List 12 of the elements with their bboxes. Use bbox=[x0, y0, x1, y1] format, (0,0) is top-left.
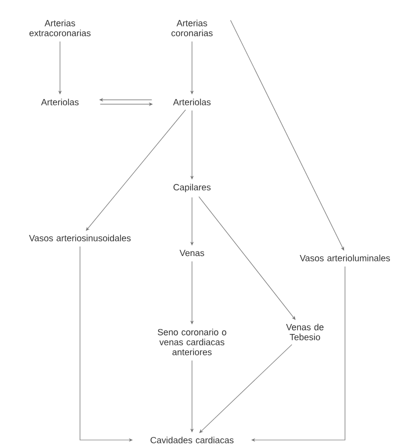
node-label: Arterias coronarias bbox=[171, 20, 213, 36]
node-label: Vasos arteriosinusoidales bbox=[29, 234, 131, 242]
node-label: Venas de Tebesio bbox=[286, 324, 324, 340]
arrow bbox=[86, 110, 186, 231]
node-label: Vasos arterioluminales bbox=[300, 254, 390, 262]
node-label: Seno coronario o venas cardiacas anteriores bbox=[158, 328, 226, 356]
node-label: Arteriolas bbox=[173, 98, 211, 106]
node-label: Cavidades cardiacas bbox=[150, 436, 234, 444]
node-label: Arteriolas bbox=[41, 98, 79, 106]
node-label: Capilares bbox=[174, 184, 211, 192]
node-label: Venas bbox=[180, 250, 204, 256]
node-label: Arterias extracoronarias bbox=[29, 20, 91, 36]
